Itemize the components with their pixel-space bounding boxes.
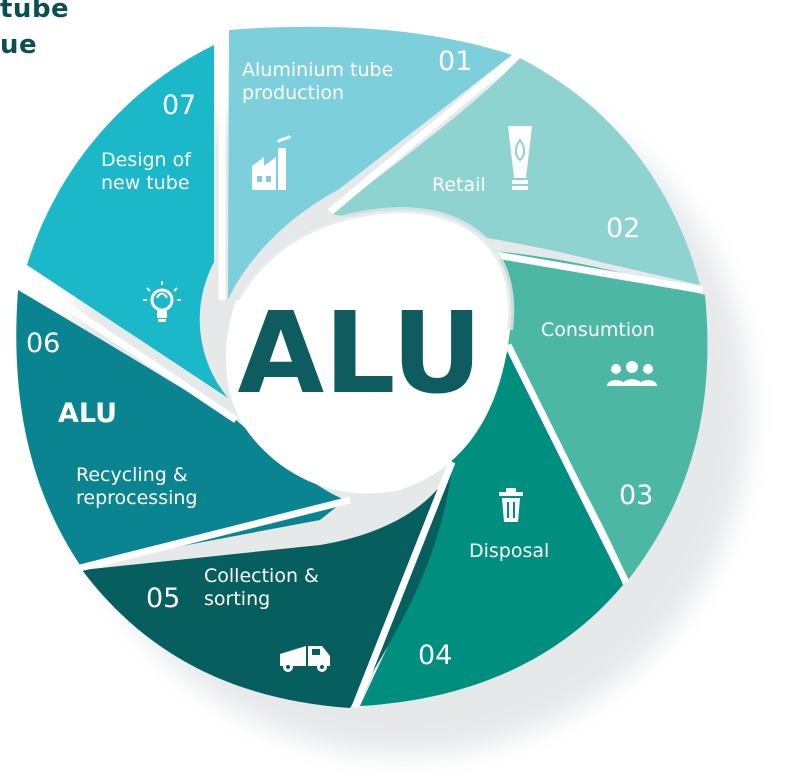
segment-01-number: 01 — [438, 46, 472, 77]
segment-01 — [228, 26, 512, 300]
center-alu-label: ALU — [238, 289, 483, 419]
segment-04-label: Disposal — [469, 540, 549, 562]
title-fragment-line1: tube — [0, 0, 70, 24]
segment-03-number: 03 — [619, 480, 653, 511]
segment-05-label-line2: sorting — [204, 588, 270, 610]
factory-icon — [252, 134, 292, 190]
segment-04-number: 04 — [418, 640, 452, 671]
segment-separators — [18, 36, 703, 709]
segment-04 — [360, 350, 623, 706]
segment-07-label-line1: Design of — [101, 149, 192, 171]
segment-02-number: 02 — [606, 213, 640, 244]
lightbulb-icon — [143, 281, 181, 322]
segment-06-alu-label: ALU — [58, 398, 117, 429]
segment-07-number: 07 — [162, 90, 196, 121]
segment-01-label-line2: production — [242, 82, 344, 104]
tube-icon — [508, 126, 532, 190]
segment-05-label-line1: Collection & — [204, 565, 319, 587]
center-hole — [225, 206, 515, 494]
segment-05 — [82, 468, 452, 708]
segment-05-number: 05 — [146, 583, 180, 614]
segment-06-number: 06 — [26, 328, 60, 359]
segment-03-label: Consumtion — [541, 319, 655, 341]
segment-07 — [27, 45, 228, 398]
segment-06-label-line1: Recycling & — [76, 464, 188, 486]
people-icon — [607, 361, 657, 386]
segment-01-label-line1: Aluminium tube — [242, 59, 393, 81]
segment-03 — [462, 250, 708, 580]
segment-06 — [16, 290, 345, 565]
trash-icon — [499, 488, 523, 522]
segment-06-label-line2: reprocessing — [76, 487, 197, 509]
title-fragment-line2: ue — [0, 30, 38, 60]
segment-07-label-line2: new tube — [101, 172, 190, 194]
segment-02-label: Retail — [432, 174, 486, 196]
truck-icon — [280, 646, 330, 672]
